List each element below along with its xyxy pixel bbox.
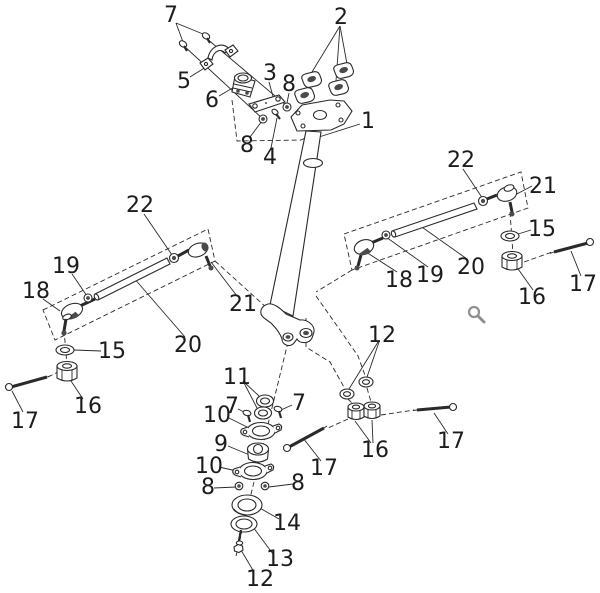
ball-joint-18-right (353, 236, 384, 271)
bearing-holder-10-bottom (232, 461, 275, 481)
part-label-5: 5 (177, 69, 191, 94)
screw-7-d-icon (273, 405, 283, 419)
part-label-14: 14 (273, 511, 301, 536)
part-label-18-left: 18 (22, 279, 50, 304)
part-label-8-stack-right: 8 (291, 471, 305, 496)
nut-8-b-icon (258, 114, 268, 124)
retainer-13 (230, 515, 258, 533)
bearing-holder-10-top (240, 421, 283, 441)
part-label-13: 13 (266, 547, 294, 572)
part-label-1: 1 (361, 109, 375, 134)
washer-12-a (339, 388, 355, 400)
washer-15-right (500, 230, 520, 242)
bearing-9 (246, 442, 270, 463)
dust-seal-11-upper (255, 394, 275, 408)
part-label-11: 11 (223, 365, 251, 390)
tie-rod-tube-20-left (93, 257, 171, 301)
part-label-8-lower: 8 (240, 133, 254, 158)
part-label-17-bottom-left: 17 (310, 456, 338, 481)
leader-lines (11, 22, 582, 573)
screw-7-c-icon (242, 409, 252, 423)
part-label-3: 3 (263, 61, 277, 86)
dust-seal-11-lower (253, 406, 273, 420)
part-label-16-left: 16 (74, 394, 102, 419)
part-label-7-top: 7 (164, 3, 178, 28)
castle-nut-16-a (347, 402, 365, 421)
tie-rod-left (60, 242, 214, 336)
part-label-8-stack-left: 8 (201, 475, 215, 500)
screw-7-a-icon (178, 40, 188, 52)
washer-14 (231, 494, 263, 516)
part-label-15-left: 15 (98, 339, 126, 364)
part-label-12-bottom: 12 (246, 567, 274, 592)
part-label-19-left: 19 (52, 254, 80, 279)
part-label-7-mid-right: 7 (292, 391, 306, 416)
part-label-16-right: 16 (518, 285, 546, 310)
ball-joint-18-left (60, 297, 96, 336)
plate-3 (248, 94, 286, 113)
part-label-17-bottom-right: 17 (437, 429, 465, 454)
part-label-22-left: 22 (126, 193, 154, 218)
pin-17-bottom-right-icon (412, 402, 458, 412)
ball-joint-21-right (486, 184, 518, 217)
bearing-stack (230, 394, 283, 554)
part-label-21-left: 21 (229, 292, 257, 317)
magnifier-icon (467, 305, 486, 324)
bolt-4-icon (271, 108, 281, 120)
part-label-17-right: 17 (569, 272, 597, 297)
part-label-12-right: 12 (368, 323, 396, 348)
part-label-21-right: 21 (529, 174, 557, 199)
tie-rod-tube-20-right (390, 202, 478, 238)
pin-17-right-icon (549, 237, 595, 254)
part-label-17-left: 17 (11, 409, 39, 434)
pin-17-bottom-left-icon (282, 425, 328, 453)
pin-17-left-icon (4, 375, 52, 392)
part-label-9: 9 (214, 432, 228, 457)
part-label-18-right: 18 (385, 268, 413, 293)
bracket-5 (199, 44, 239, 71)
part-label-10-top: 10 (203, 403, 231, 428)
part-label-15-right: 15 (528, 217, 556, 242)
nut-8-a-icon (282, 102, 292, 112)
part-label-20-left: 20 (174, 333, 202, 358)
tie-rod-right (353, 184, 518, 271)
part-label-8-upper: 8 (282, 72, 296, 97)
screw-7-b-icon (201, 32, 211, 44)
part-label-4: 4 (263, 145, 277, 170)
part-labels: 7 2 5 6 3 8 8 4 1 22 21 15 16 17 18 19 2… (11, 3, 597, 592)
nut-8-d-icon (260, 481, 270, 491)
clamp-block-6 (231, 72, 256, 98)
castle-nut-16-b (363, 401, 381, 420)
washer-15-left (55, 344, 75, 356)
lower-hardware (282, 376, 458, 453)
handlebar-clamps-2 (294, 62, 355, 104)
part-label-7-mid-left: 7 (225, 394, 239, 419)
part-label-10-bottom: 10 (195, 454, 223, 479)
part-label-2: 2 (334, 5, 348, 30)
washer-12-b (358, 376, 374, 388)
ball-joint-21-left (177, 242, 214, 271)
part-label-22-right: 22 (447, 148, 475, 173)
part-label-16-mid: 16 (361, 438, 389, 463)
part-label-20-right: 20 (457, 255, 485, 280)
castle-nut-16-left (56, 360, 78, 382)
parts (4, 32, 595, 554)
nut-8-c-icon (234, 481, 244, 491)
part-label-19-right: 19 (416, 263, 444, 288)
dashed-guides (42, 99, 553, 557)
castle-nut-16-right (501, 250, 523, 271)
bolt-12-bottom-icon (233, 529, 244, 554)
steering-column-1 (260, 99, 353, 347)
part-label-6: 6 (205, 88, 219, 113)
